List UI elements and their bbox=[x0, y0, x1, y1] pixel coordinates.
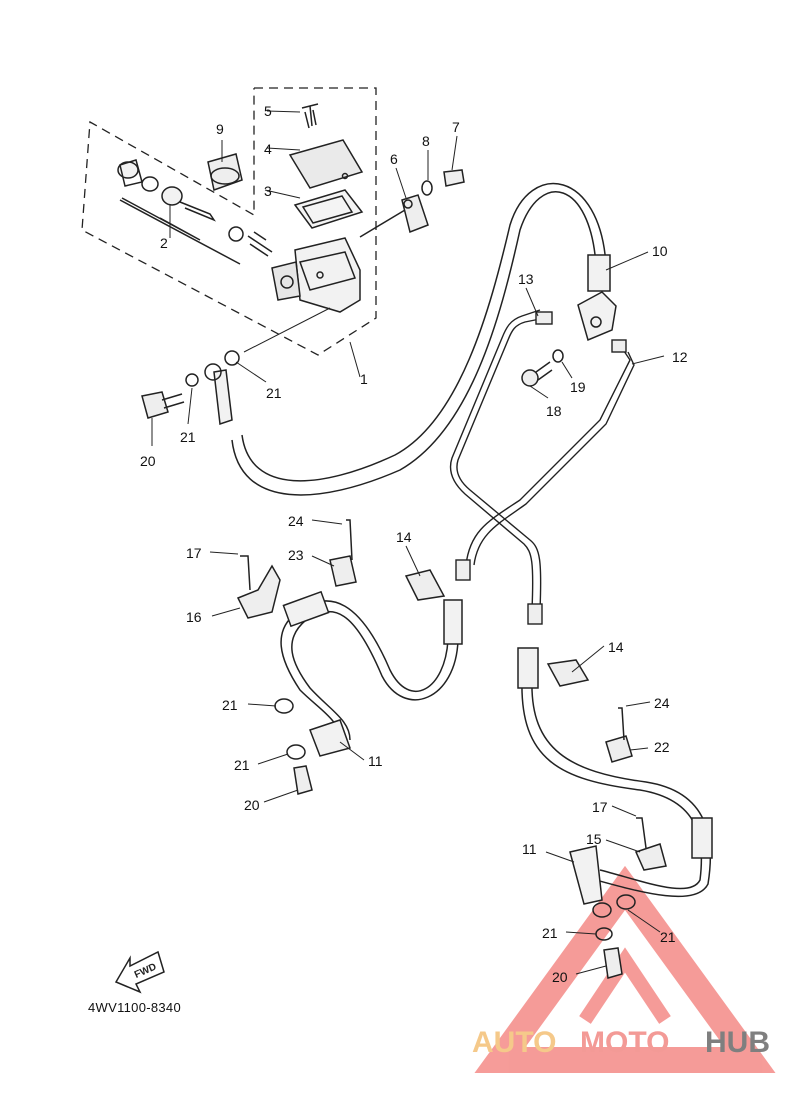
callout-labels: 1 2 3 4 5 6 7 8 9 10 11 11 12 13 14 14 1… bbox=[140, 103, 688, 985]
fwd-arrow: FWD bbox=[114, 950, 165, 994]
callout-21-upper-right: 21 bbox=[266, 385, 282, 401]
watermark-auto: AUTO bbox=[472, 1026, 556, 1059]
brake-hose-lower-right bbox=[517, 647, 713, 905]
callout-20-upper: 20 bbox=[140, 453, 156, 469]
callout-2: 2 bbox=[160, 235, 168, 251]
union-bolt-upper bbox=[141, 391, 185, 419]
callout-21-lower-right: 21 bbox=[660, 929, 676, 945]
brake-hose-lower-left bbox=[280, 590, 463, 757]
callout-10: 10 bbox=[652, 243, 668, 259]
callout-16: 16 bbox=[186, 609, 202, 625]
diagram-part-code: 4WV1100-8340 bbox=[88, 1000, 181, 1015]
callout-19: 19 bbox=[570, 379, 586, 395]
hose-guide-bracket bbox=[236, 555, 281, 619]
callout-20-middle: 20 bbox=[244, 797, 260, 813]
callout-8: 8 bbox=[422, 133, 430, 149]
watermark-moto: MOTO bbox=[580, 1026, 669, 1059]
junction-bolt bbox=[521, 349, 564, 387]
callout-21-middle-lower: 21 bbox=[234, 757, 250, 773]
callout-4: 4 bbox=[264, 141, 272, 157]
callout-24-lower: 24 bbox=[654, 695, 670, 711]
callout-11-left: 11 bbox=[368, 753, 383, 769]
callout-15: 15 bbox=[586, 831, 602, 847]
callout-18: 18 bbox=[546, 403, 562, 419]
callout-7: 7 bbox=[452, 119, 460, 135]
callout-21-middle-upper: 21 bbox=[222, 697, 238, 713]
callout-3: 3 bbox=[264, 183, 272, 199]
master-cylinder-body bbox=[271, 237, 361, 313]
hose-clamps-upper bbox=[329, 519, 446, 601]
watermark-text: AUTO MOTO HUB bbox=[472, 1026, 770, 1059]
callout-14-lower: 14 bbox=[608, 639, 624, 655]
holder-bolt-parts bbox=[359, 169, 465, 238]
lower-left-fasteners bbox=[274, 698, 313, 795]
callout-11-right: 11 bbox=[522, 841, 537, 857]
callout-6: 6 bbox=[390, 151, 398, 167]
callout-21-upper-left: 21 bbox=[180, 429, 196, 445]
callout-13: 13 bbox=[518, 271, 534, 287]
callout-14-upper: 14 bbox=[396, 529, 412, 545]
watermark-logo bbox=[474, 865, 776, 1073]
reservoir-parts bbox=[288, 103, 364, 229]
lower-right-fasteners bbox=[546, 659, 667, 979]
watermark-hub: HUB bbox=[705, 1026, 770, 1059]
callout-23: 23 bbox=[288, 547, 304, 563]
callout-1: 1 bbox=[360, 371, 368, 387]
hose-banjo-left bbox=[185, 350, 240, 426]
callout-17-lower: 17 bbox=[592, 799, 608, 815]
callout-24-upper: 24 bbox=[288, 513, 304, 529]
assembly-outlines bbox=[81, 87, 377, 356]
callout-9: 9 bbox=[216, 121, 224, 137]
brake-pipes bbox=[449, 309, 635, 625]
callout-12: 12 bbox=[672, 349, 688, 365]
callout-21-lower-left: 21 bbox=[542, 925, 558, 941]
piston-kit bbox=[117, 159, 273, 265]
callout-20-lower: 20 bbox=[552, 969, 568, 985]
leader-lines bbox=[151, 110, 665, 975]
hose-junction-block bbox=[577, 291, 617, 342]
callout-22: 22 bbox=[654, 739, 670, 755]
callout-5: 5 bbox=[264, 103, 272, 119]
dust-boot bbox=[207, 153, 243, 191]
callout-17-upper: 17 bbox=[186, 545, 202, 561]
brake-hose-upper bbox=[231, 182, 611, 496]
